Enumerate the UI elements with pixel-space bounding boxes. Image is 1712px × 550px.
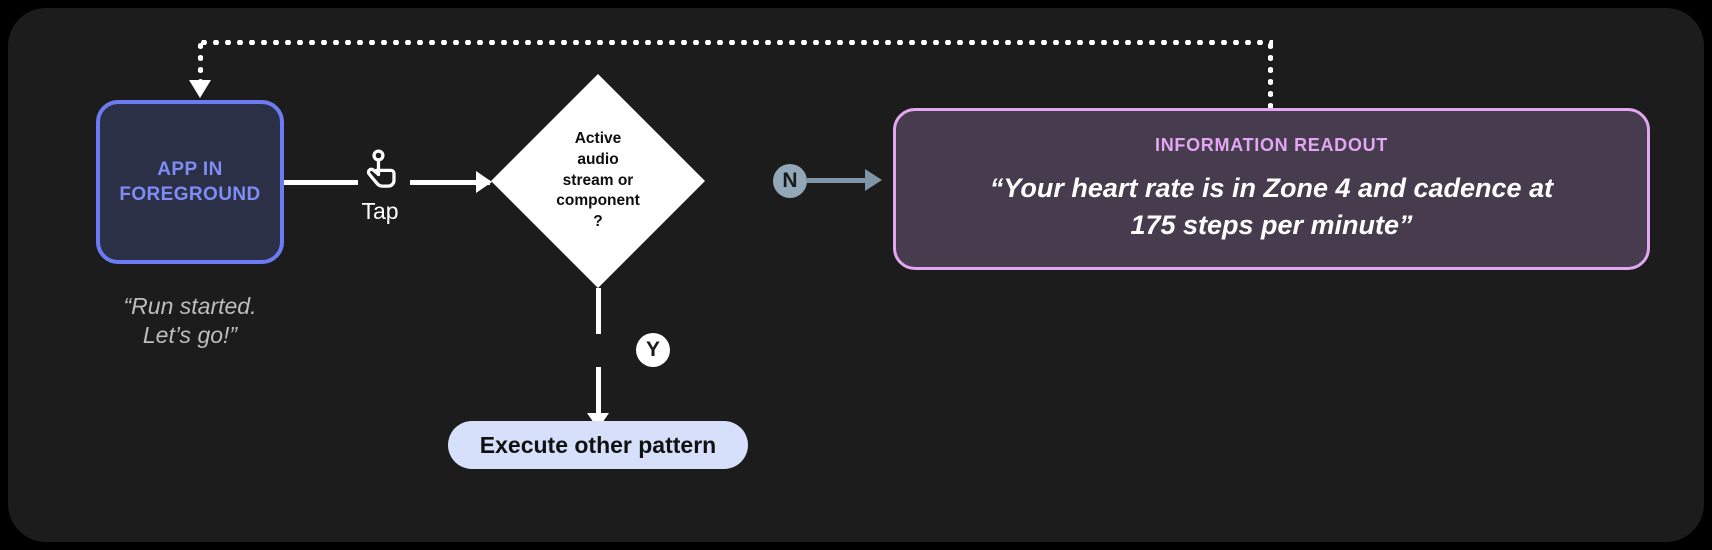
tap-hand-icon [366,149,396,188]
node-app-in-foreground-caption: “Run started. Let’s go!” [123,293,257,349]
branch-badge-yes: Y [636,333,670,367]
node-decision-audio-stream[interactable]: Active audio stream or component ? [491,74,705,288]
feedback-loop-right-segment [1268,40,1273,110]
connector-app-to-tap [284,180,358,185]
branch-badge-no: N [773,164,807,198]
node-execute-other-pattern-label: Execute other pattern [479,431,717,458]
interaction-tap-label: Tap [361,198,399,224]
decision-label: Active audio stream or component ? [556,130,640,231]
feedback-loop-left-segment [198,40,203,84]
connector-decision-to-yes [596,288,601,334]
connector-no-to-readout-arrowhead-icon [865,169,882,191]
connector-tap-to-decision-arrowhead-icon [476,171,492,193]
information-readout-body: “Your heart rate is in Zone 4 and cadenc… [989,173,1554,240]
node-information-readout[interactable]: INFORMATION READOUT “Your heart rate is … [893,108,1650,270]
feedback-loop-arrowhead-icon [189,80,211,98]
node-execute-other-pattern[interactable]: Execute other pattern [448,421,748,469]
connector-no-to-readout [807,178,869,183]
node-app-in-foreground[interactable]: APP IN FOREGROUND [96,100,284,264]
connector-tap-to-decision [410,180,490,185]
connector-yes-to-execute [596,367,601,417]
node-app-in-foreground-label: APP IN FOREGROUND [119,158,261,205]
information-readout-title: INFORMATION READOUT [1155,135,1388,156]
feedback-loop-top-segment [198,40,1273,45]
diagram-canvas: APP IN FOREGROUND “Run started. Let’s go… [8,8,1704,542]
interaction-tap[interactable]: Tap [346,148,414,225]
